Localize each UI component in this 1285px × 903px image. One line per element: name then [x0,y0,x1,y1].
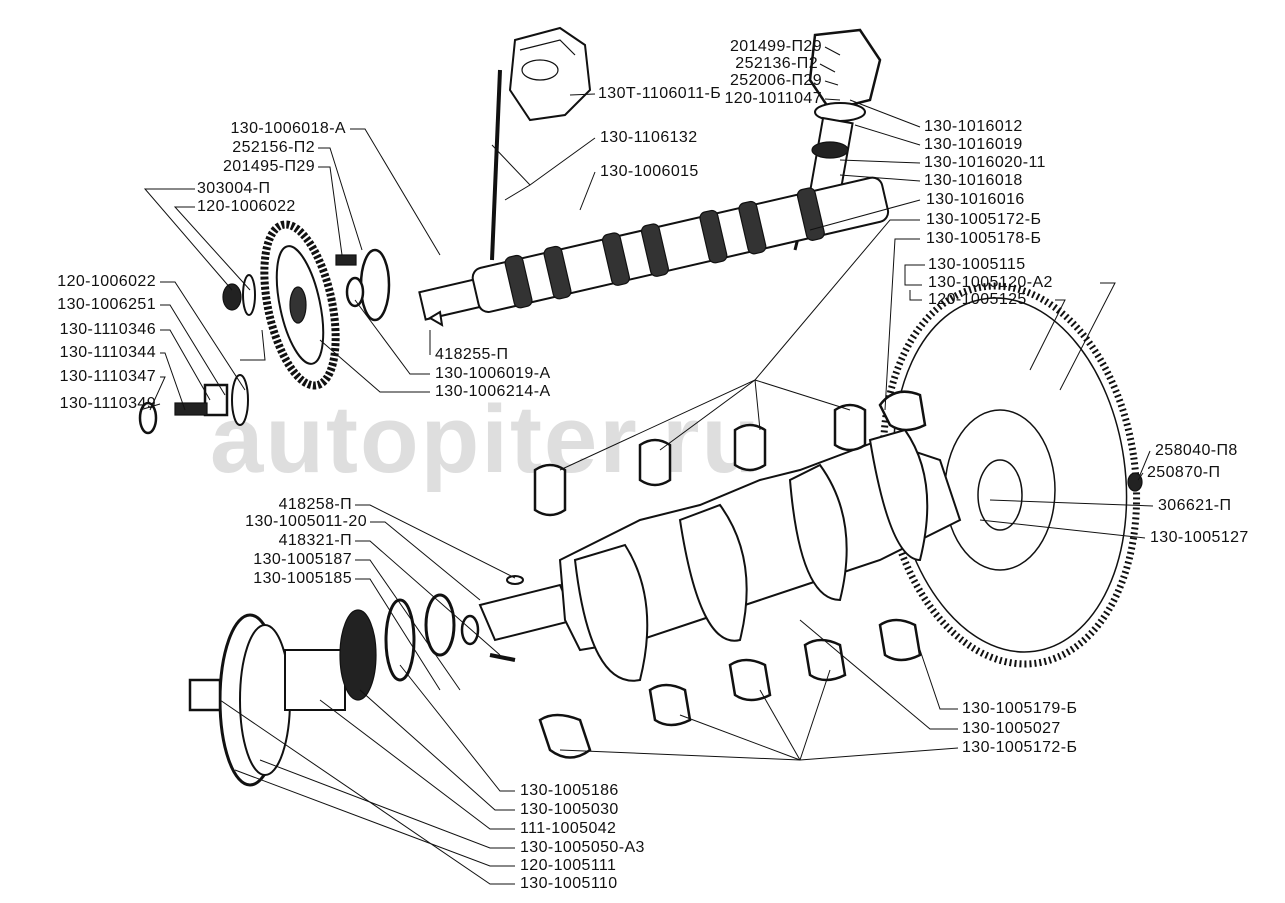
part-label: 130-1110344 [59,344,156,361]
part-label: 120-1005125 [928,291,1027,308]
part-label: 130-1005185 [253,570,352,587]
part-label: 201499-П29 [729,38,822,55]
part-label: 130-1006015 [600,163,699,180]
part-label: 120-1005111 [520,857,617,874]
part-label: 130-1016018 [924,172,1023,189]
part-label: 130-1005120-А2 [928,274,1053,291]
part-label: 201495-П29 [222,158,315,175]
part-label: 111-1005042 [520,820,617,837]
camshaft [418,176,890,321]
crankshaft [478,428,962,682]
part-label: 130Т-1106011-Б [598,85,722,102]
part-label: 130-1006214-А [435,383,551,400]
part-label: 306621-П [1158,497,1232,514]
part-label: 130-1005050-А3 [520,839,645,856]
part-label: 130-1005172-Б [926,211,1042,228]
part-label: 130-1016019 [924,136,1023,153]
part-label: 130-1016016 [926,191,1025,208]
crankshaft-pulley [188,310,524,787]
part-label: 418321-П [278,532,352,549]
leader-lines [139,46,1154,885]
part-label: 258040-П8 [1155,442,1238,459]
distributor-drive [793,28,882,251]
part-label: 130-1110347 [59,368,156,385]
part-label: 130-1110346 [59,321,156,338]
part-label: 130-1005027 [962,720,1061,737]
part-label: 130-1006251 [57,296,156,313]
part-label: 130-1005187 [253,551,352,568]
part-label: 130-1016020-11 [924,154,1046,171]
part-label: 130-1016012 [924,118,1023,135]
part-label: 252006-П29 [729,72,822,89]
part-label: 130-1005127 [1150,529,1249,546]
bearing-shells [533,390,927,759]
part-label: 130-1005179-Б [962,700,1078,717]
part-label: 250870-П [1147,464,1221,481]
nut-assembly [138,374,249,435]
part-label: 130-1005186 [520,782,619,799]
part-label: 130-1110349 [59,395,156,412]
part-label: 130-1005030 [520,801,619,818]
part-label: 120-1011047 [724,90,822,107]
fuel-pump [490,26,592,261]
part-label: 120-1006022 [197,198,296,215]
part-label: 120-1006022 [57,273,156,290]
part-label: 252156-П2 [232,139,315,156]
part-label: 130-1005172-Б [962,739,1078,756]
part-label: 252136-П2 [735,55,818,72]
part-label: 130-1005178-Б [926,230,1042,247]
part-label: 130-1006018-А [230,120,346,137]
part-label: 418258-П [278,496,352,513]
part-label: 130-1106132 [600,129,698,146]
part-label: 130-1005110 [520,875,618,892]
part-label: 130-1006019-А [435,365,551,382]
part-label: 130-1005115 [928,256,1026,273]
camshaft-gear [260,220,340,390]
part-label: 303004-П [197,180,271,197]
part-label: 130-1005011-20 [245,513,367,530]
part-label: 418255-П [435,346,509,363]
